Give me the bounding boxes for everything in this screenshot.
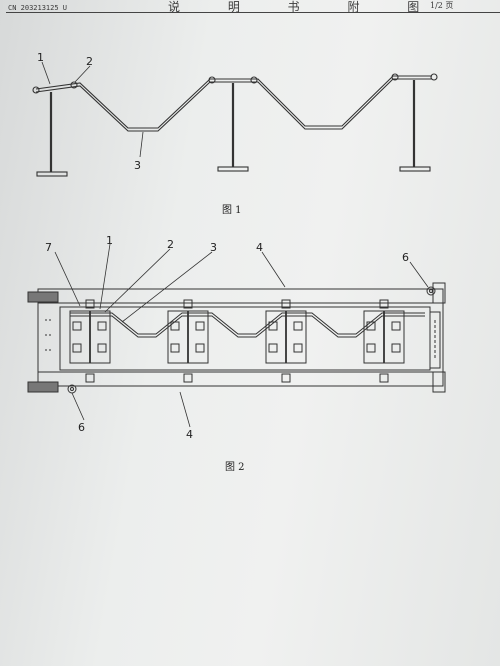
fig2-label-2: 2 <box>167 238 174 251</box>
fig2-label-3: 3 <box>210 241 217 254</box>
figure-1-caption: 图 1 <box>222 205 242 216</box>
fig1-label-2: 2 <box>86 55 93 68</box>
fig1-label-3: 3 <box>134 159 141 172</box>
fig1-label-1: 1 <box>37 51 44 64</box>
fig2-label-7: 7 <box>45 241 52 254</box>
fig2-label-6-top: 6 <box>402 251 409 264</box>
section-title: 说 明 书 附 图 <box>168 0 442 14</box>
page-indicator: 1/2 页 <box>430 1 454 10</box>
header-rule <box>6 12 500 13</box>
fig2-label-1: 1 <box>106 234 113 247</box>
figure-2-caption: 图 2 <box>225 462 245 473</box>
fig2-label-6-bottom: 6 <box>78 421 85 434</box>
fig2-label-4-bottom: 4 <box>186 428 193 441</box>
fig2-label-4-top: 4 <box>256 241 263 254</box>
patent-number: CN 203213125 U <box>8 4 68 12</box>
